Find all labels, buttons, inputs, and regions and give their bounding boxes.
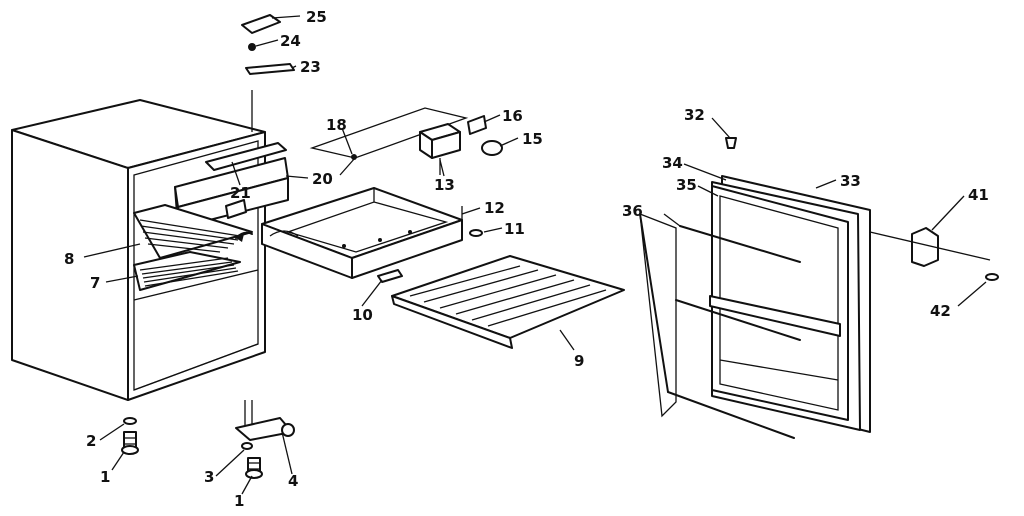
hinge-screw bbox=[248, 43, 256, 51]
callout-35: 35 bbox=[676, 176, 697, 194]
callout-15: 15 bbox=[522, 130, 543, 148]
crisper-cover-shelf bbox=[391, 255, 625, 349]
callout-33: 33 bbox=[840, 172, 861, 190]
arrow-mark bbox=[235, 231, 253, 239]
bottom-hinge bbox=[235, 400, 295, 450]
refrigerator-cabinet bbox=[11, 99, 266, 401]
callout-25: 25 bbox=[306, 8, 327, 26]
callout-20: 20 bbox=[312, 170, 333, 188]
door-stop-pin bbox=[725, 137, 737, 149]
door-frame-panel bbox=[639, 213, 801, 439]
callout-11: 11 bbox=[504, 220, 525, 238]
lower-wire-shelf bbox=[133, 251, 241, 291]
callout-10: 10 bbox=[352, 306, 373, 324]
tray-screw bbox=[469, 229, 483, 237]
callout-36: 36 bbox=[622, 202, 643, 220]
callout-1-right: 1 bbox=[234, 492, 244, 510]
callout-34: 34 bbox=[662, 154, 683, 172]
callout-8: 8 bbox=[64, 250, 74, 268]
callout-42: 42 bbox=[930, 302, 951, 320]
callout-21: 21 bbox=[230, 184, 251, 202]
callout-3: 3 bbox=[204, 468, 214, 486]
callout-9: 9 bbox=[574, 352, 584, 370]
control-knob bbox=[481, 140, 503, 156]
callout-32: 32 bbox=[684, 106, 705, 124]
leader-lines bbox=[83, 15, 987, 495]
callout-24: 24 bbox=[280, 32, 301, 50]
control-panel-outline bbox=[309, 107, 469, 176]
callout-18: 18 bbox=[326, 116, 347, 134]
callout-23: 23 bbox=[300, 58, 321, 76]
callout-labels: 25 24 23 18 16 15 13 12 11 21 20 8 7 10 … bbox=[64, 8, 989, 510]
callout-2: 2 bbox=[86, 432, 96, 450]
leveling-leg-right bbox=[245, 457, 263, 479]
top-hinge-cover bbox=[241, 14, 281, 34]
upper-wire-shelf bbox=[133, 204, 253, 259]
hinge-screw-42 bbox=[985, 273, 999, 281]
thermostat bbox=[419, 123, 461, 175]
drip-tray bbox=[261, 187, 463, 279]
light-switch bbox=[467, 115, 487, 135]
callout-1-left: 1 bbox=[100, 468, 110, 486]
bracket bbox=[225, 199, 247, 219]
door-shelves bbox=[709, 295, 841, 381]
callout-13: 13 bbox=[434, 176, 455, 194]
top-hinge bbox=[245, 63, 295, 75]
tray-clip bbox=[377, 269, 403, 283]
screw-18 bbox=[351, 154, 357, 160]
callout-16: 16 bbox=[502, 107, 523, 125]
callout-7: 7 bbox=[90, 274, 100, 292]
callout-41: 41 bbox=[968, 186, 989, 204]
callout-12: 12 bbox=[484, 199, 505, 217]
door-liner bbox=[711, 185, 849, 421]
leveling-leg-left bbox=[121, 417, 139, 455]
callout-4: 4 bbox=[288, 472, 298, 490]
hinge-bracket bbox=[869, 227, 991, 267]
label-plate bbox=[205, 142, 287, 171]
